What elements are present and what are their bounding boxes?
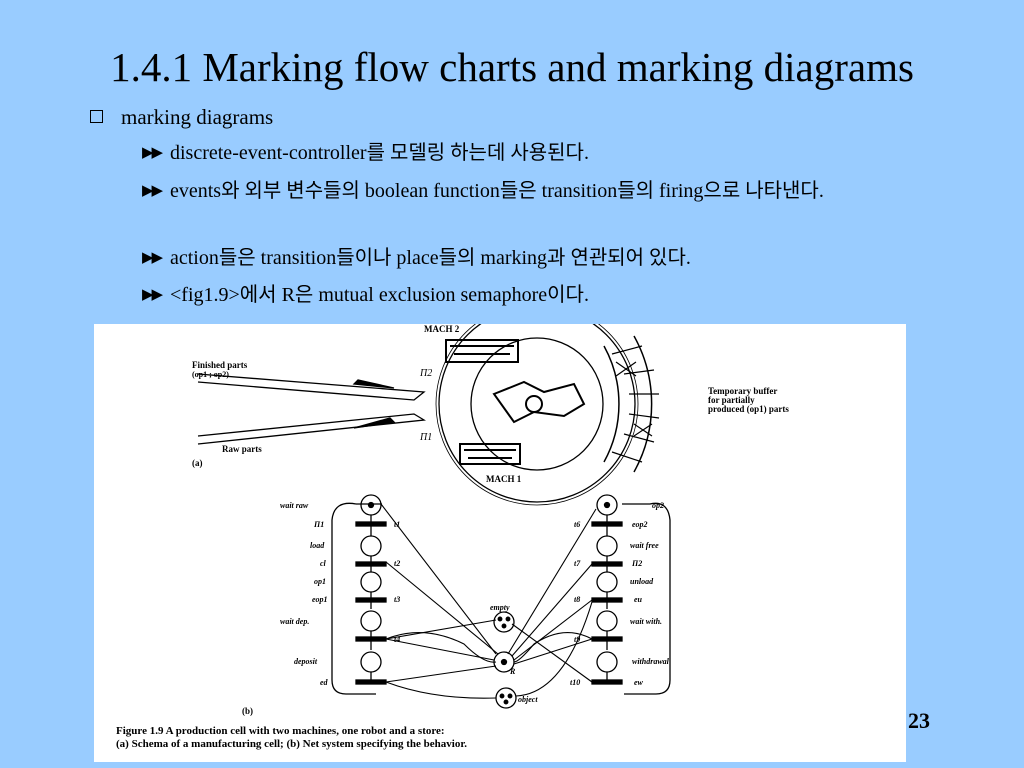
buffer-slots <box>611 345 660 463</box>
figure-1-9: MACH 2 MACH 1 Temporary buffer fo <box>94 324 906 762</box>
trans-pi1: Π1 <box>313 520 324 529</box>
left-chain <box>355 494 387 685</box>
double-arrow-icon: ▶▶ <box>142 250 163 266</box>
panel-b-label: (b) <box>242 706 253 716</box>
trans-t6: t6 <box>574 520 580 529</box>
place-wait-free: wait free <box>630 541 659 550</box>
panel-a-schema: MACH 2 MACH 1 Temporary buffer fo <box>192 324 789 506</box>
pi2-label: Π2 <box>419 368 432 379</box>
mach2-label: MACH 2 <box>424 324 460 334</box>
trans-t9: t9 <box>574 635 580 644</box>
page-number: 23 <box>908 708 930 733</box>
object-place <box>495 687 517 709</box>
empty-place <box>493 611 515 633</box>
place-wait-raw: wait raw <box>280 501 309 510</box>
place-deposit: deposit <box>294 657 318 666</box>
robot-image <box>492 380 586 424</box>
subbullet-3: ▶▶action들은 transition들이나 place들의 marking… <box>142 244 962 272</box>
place-op1: op1 <box>314 577 326 586</box>
bullet-text: marking diagrams <box>121 105 274 129</box>
finished-parts-label: Finished parts <box>192 360 248 370</box>
mach1-label: MACH 1 <box>486 474 522 484</box>
trans-t7: t7 <box>574 559 581 568</box>
finished-conveyor <box>197 373 426 401</box>
trans-t8: t8 <box>574 595 580 604</box>
right-chain <box>591 494 623 685</box>
double-arrow-icon: ▶▶ <box>142 183 163 199</box>
raw-conveyor <box>197 413 426 445</box>
place-op2: op2 <box>652 501 664 510</box>
place-eop1: eop1 <box>312 595 328 604</box>
place-cl: cl <box>320 559 327 568</box>
buffer-label-1: Temporary buffer <box>708 386 777 396</box>
label-R: R <box>509 667 516 676</box>
trans-t1: t1 <box>394 520 400 529</box>
machine1-image <box>459 443 521 465</box>
trans-t2: t2 <box>394 559 400 568</box>
subbullet-1: ▶▶discrete-event-controller를 모델링 하는데 사용된… <box>142 139 962 167</box>
panel-a-label: (a) <box>192 458 203 468</box>
buffer-label-2: for partially <box>708 395 755 405</box>
place-eu: eu <box>634 595 643 604</box>
panel-b-petri-net: wait raw Π1 t1 load cl t2 op1 eop1 t3 wa… <box>242 494 671 716</box>
robot-ring-inner <box>470 337 604 471</box>
place-unload: unload <box>630 577 654 586</box>
place-withdrawal: withdrawal <box>632 657 670 666</box>
label-empty: empty <box>490 603 510 612</box>
place-eop2: eop2 <box>632 520 648 529</box>
slide-title: 1.4.1 Marking flow charts and marking di… <box>110 44 914 90</box>
machine2-image <box>445 339 519 363</box>
place-ed: ed <box>320 678 329 687</box>
place-ew: ew <box>634 678 644 687</box>
trans-t3: t3 <box>394 595 400 604</box>
net-arcs <box>380 503 597 699</box>
subbullet-4: ▶▶<fig1.9>에서 R은 mutual exclusion semapho… <box>142 281 962 309</box>
bullet-marking-diagrams: marking diagrams <box>90 104 273 130</box>
trans-pi2: Π2 <box>631 559 642 568</box>
double-arrow-icon: ▶▶ <box>142 287 163 303</box>
finished-parts-sub: (op1 ; op2) <box>192 370 229 379</box>
trans-t10: t10 <box>570 678 580 687</box>
pi1-label: Π1 <box>419 432 432 443</box>
place-wait-with: wait with. <box>630 617 662 626</box>
buffer-label-3: produced (op1) parts <box>708 404 789 414</box>
label-object: object <box>518 695 538 704</box>
double-arrow-icon: ▶▶ <box>142 145 163 161</box>
figure-caption-2: (a) Schema of a manufacturing cell; (b) … <box>116 738 467 750</box>
raw-parts-label: Raw parts <box>222 444 262 454</box>
robot-ring-outer <box>438 324 636 503</box>
figure-caption-1: Figure 1.9 A production cell with two ma… <box>116 725 445 737</box>
place-load: load <box>310 541 325 550</box>
checkbox-bullet-icon <box>90 110 103 123</box>
subbullet-2: ▶▶events와 외부 변수들의 boolean function들은 tra… <box>142 177 962 205</box>
trans-t4: t4 <box>394 635 400 644</box>
place-wait-dep: wait dep. <box>280 617 309 626</box>
